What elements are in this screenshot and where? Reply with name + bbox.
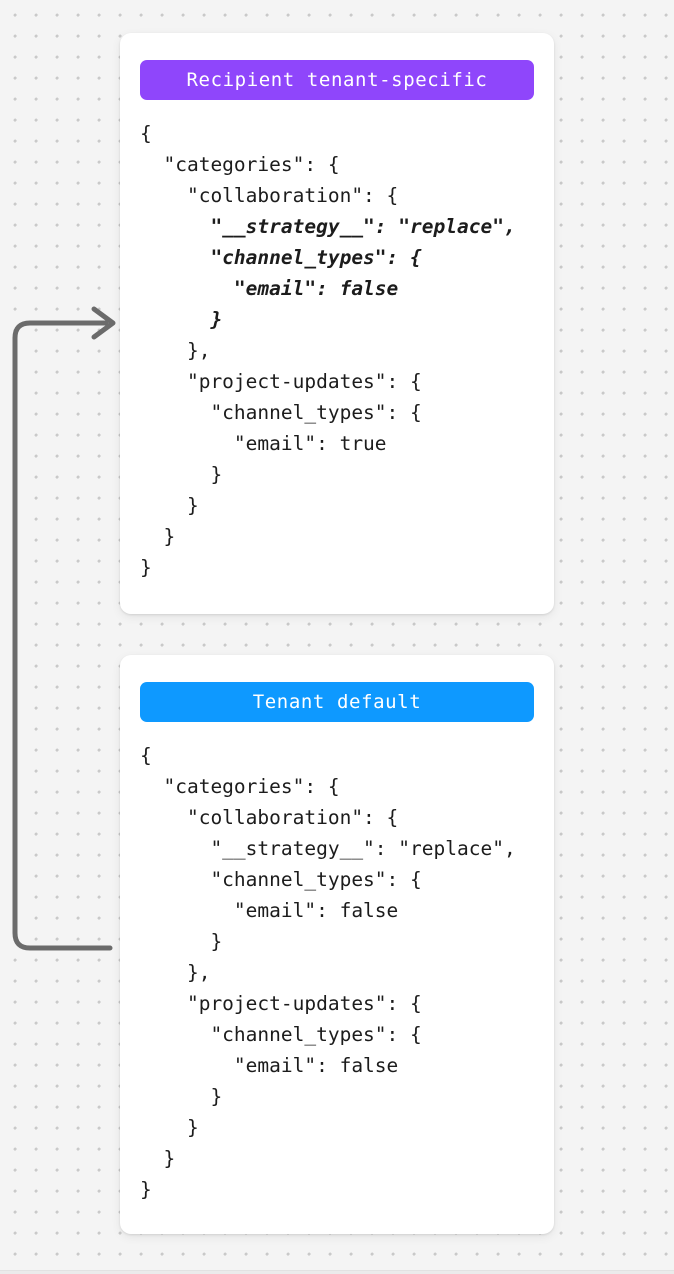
code-line: "__strategy__": "replace", [140,837,516,860]
arrow-path [12,320,113,951]
code-line: } [140,463,223,486]
code-line: } [140,525,176,548]
code-line: "project-updates": { [140,992,422,1015]
code-line: "channel_types": { [140,401,422,424]
code-block-tenant-default: { "categories": { "collaboration": { "__… [140,740,540,1205]
code-line: "channel_types": { [140,868,422,891]
code-line: "collaboration": { [140,806,399,829]
code-block-recipient-tenant-specific: { "categories": { "collaboration": { "__… [140,118,540,583]
code-line: "channel_types": { [140,1023,422,1046]
code-line: "__strategy__": "replace", [140,215,516,238]
card-tenant-default[interactable]: Tenant default { "categories": { "collab… [120,655,554,1234]
code-line: { [140,122,152,145]
code-line: "email": false [140,899,399,922]
code-line: } [140,1178,152,1201]
code-line: "project-updates": { [140,370,422,393]
code-line: "collaboration": { [140,184,399,207]
inheritance-arrow-svg [12,306,116,951]
code-line: "email": true [140,432,387,455]
arrow-head-icon [91,306,116,340]
code-line: } [140,556,152,579]
code-line: "channel_types": { [140,246,422,269]
inheritance-arrow [0,280,130,980]
code-line: "categories": { [140,775,340,798]
code-line: } [140,1147,176,1170]
code-line: }, [140,961,211,984]
code-line: } [140,494,199,517]
code-line: } [140,308,223,331]
card-header-tenant-default: Tenant default [140,682,534,722]
code-line: "email": false [140,1054,399,1077]
code-line: }, [140,339,211,362]
code-line: "categories": { [140,153,340,176]
card-recipient-tenant-specific[interactable]: Recipient tenant-specific { "categories"… [120,33,554,614]
code-line: } [140,1116,199,1139]
canvas-bottom-rule [0,1270,674,1274]
code-line: "email": false [140,277,399,300]
card-header-recipient-tenant-specific: Recipient tenant-specific [140,60,534,100]
code-line: } [140,930,223,953]
code-line: { [140,744,152,767]
code-line: } [140,1085,223,1108]
